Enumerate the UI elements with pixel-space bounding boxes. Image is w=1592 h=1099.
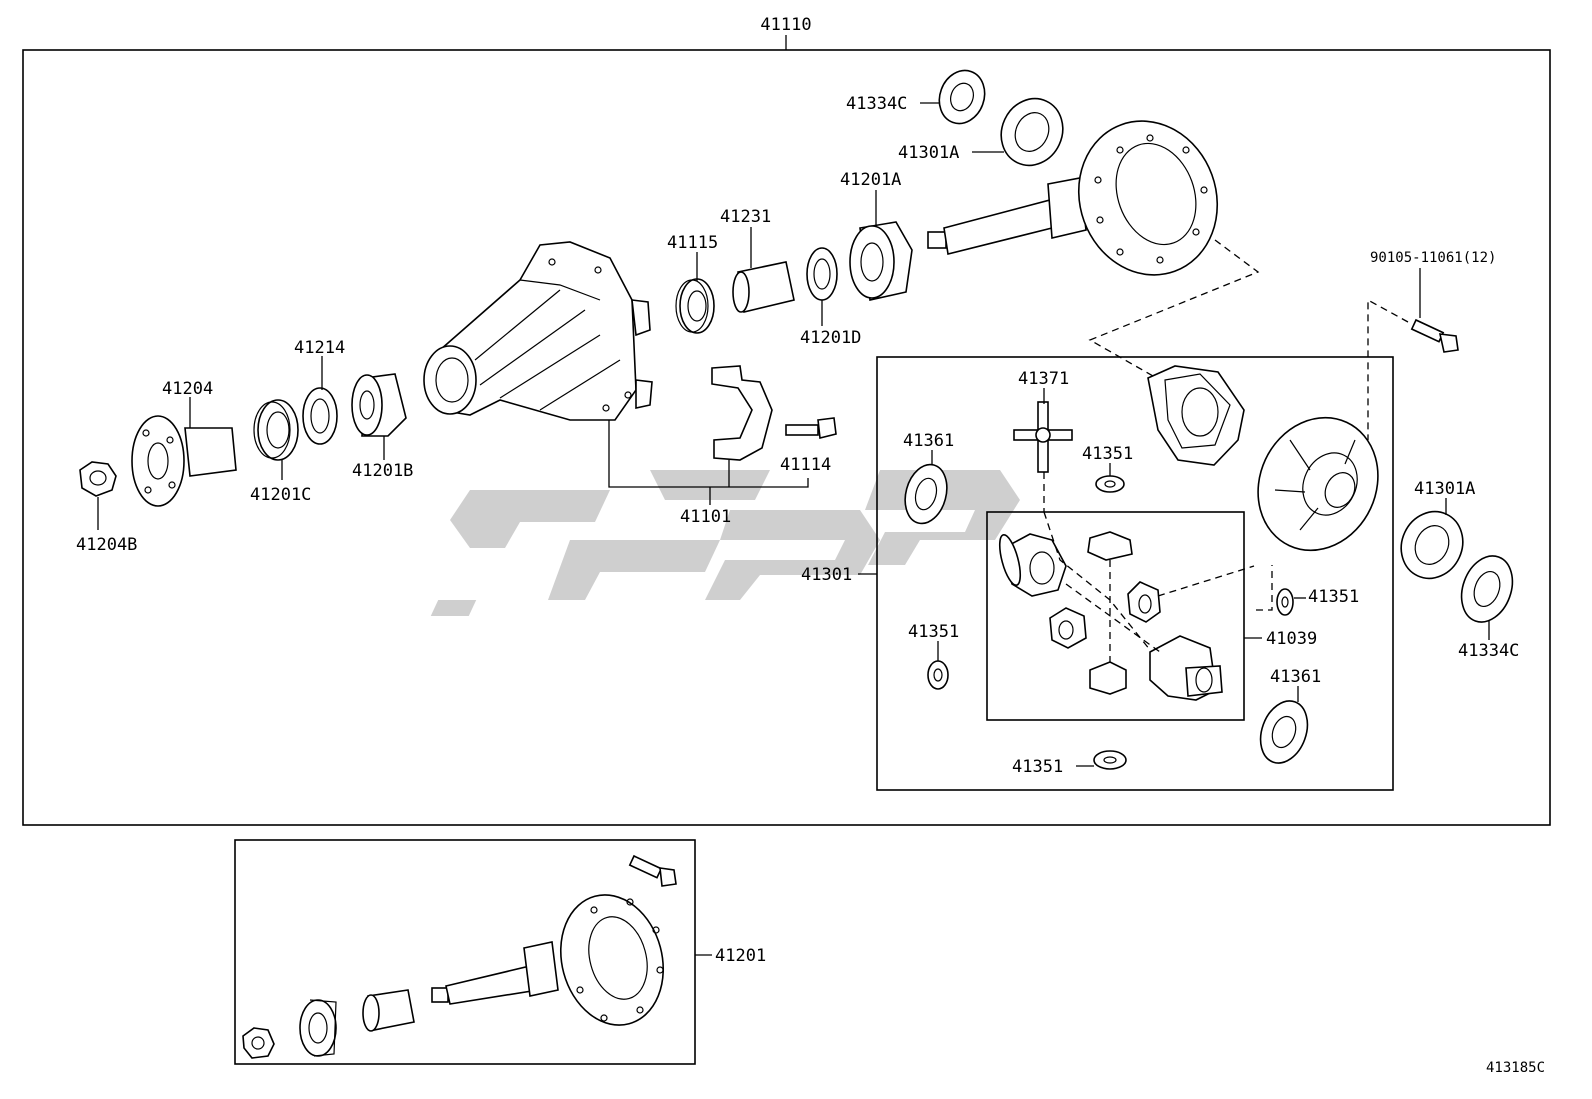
sub-bearing [299,999,337,1057]
pinion-gear-kit-frame-41039 [986,511,1245,721]
label-41361-left: 41361 [903,431,954,451]
pinion-gear-right [1127,581,1161,623]
thrust-washer-41361-left [904,463,948,525]
thrust-washer-41351-right [1276,588,1294,616]
watermark-logo [430,470,1020,616]
sub-spacer [362,989,415,1032]
sub-pinion-and-ring-gear [431,894,665,1026]
label-41201b: 41201B [352,461,413,481]
label-41351-top: 41351 [1082,444,1133,464]
label-41039: 41039 [1266,629,1317,649]
label-41361-right: 41361 [1270,667,1321,687]
sub-bolt [628,854,677,887]
diagram-code: 413185C [1486,1060,1545,1076]
carrier-housing [423,241,653,421]
label-41371: 41371 [1018,369,1069,389]
label-41204b: 41204B [76,535,137,555]
side-gear-left [998,533,1067,597]
label-41204: 41204 [162,379,213,399]
bearing-cap-41101 [711,365,773,461]
label-41231: 41231 [720,207,771,227]
label-41301: 41301 [801,565,852,585]
label-41351-left: 41351 [908,622,959,642]
spacer-41231 [732,261,795,313]
bolt-41114 [785,417,837,439]
oil-seal-41201c [253,399,299,461]
pinion-gear-left [1049,607,1087,649]
label-41301a-right: 41301A [1414,479,1475,499]
pinion-gear-bottom [1089,661,1127,695]
label-41301a-top: 41301A [898,143,959,163]
label-41351-bottom: 41351 [1012,757,1063,777]
assembly-number-label: 41110 [760,15,811,35]
label-41115: 41115 [667,233,718,253]
thrust-washer-41361-right [1259,700,1309,764]
bearing-41301a-right [1400,510,1464,580]
bolt-90105-11061 [1410,318,1459,353]
label-41201c: 41201C [250,485,311,505]
label-41214: 41214 [294,338,345,358]
pinion-gear-top [1087,531,1133,561]
differential-case-half [1147,365,1245,466]
seal-41115 [675,278,715,334]
thrust-washer-41351-bottom [1093,750,1127,770]
nut-41204b [79,461,117,497]
bearing-41201a [849,221,913,301]
thrust-washer-41351-left [927,660,949,690]
companion-flange-41204 [131,415,237,507]
label-41101: 41101 [680,507,731,527]
pinion-ring-gear-frame-41201 [234,839,696,1065]
washer-41334c-right [1460,555,1514,623]
washer-41201d [806,247,838,301]
side-gear-right [1149,635,1223,701]
label-41201a: 41201A [840,170,901,190]
washer-41214 [302,387,338,445]
label-41201: 41201 [715,946,766,966]
differential-case-flange [1257,416,1379,552]
label-41201d: 41201D [800,328,861,348]
thrust-washer-41351-top [1095,475,1125,493]
label-41334c-top: 41334C [846,94,907,114]
label-bolt-90105-11061: 90105-11061(12) [1370,250,1496,266]
drive-pinion-and-ring-gear [927,120,1219,276]
bearing-41201b [351,373,407,437]
washer-41334c-top [938,69,986,125]
bearing-41301a-top [1000,97,1064,167]
label-41334c-right: 41334C [1458,641,1519,661]
label-41351-right: 41351 [1308,587,1359,607]
sub-nut [242,1027,275,1059]
label-41114: 41114 [780,455,831,475]
pinion-shaft-41371 [1013,401,1073,473]
